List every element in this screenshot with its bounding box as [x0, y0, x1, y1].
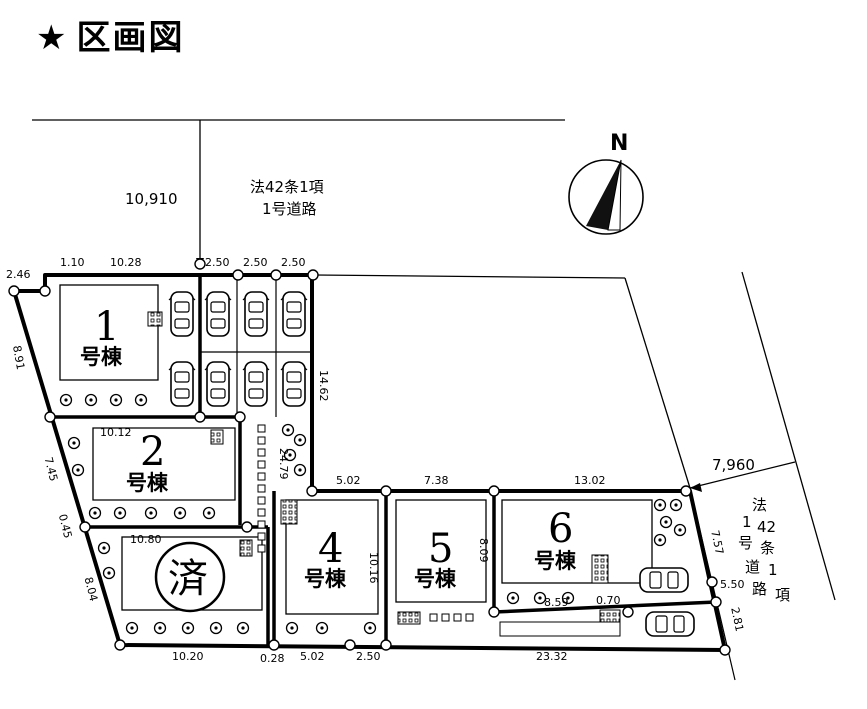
svg-text:号: 号 — [738, 534, 753, 552]
svg-text:10.20: 10.20 — [172, 650, 204, 663]
svg-text:8.59: 8.59 — [544, 596, 569, 609]
svg-text:7.57: 7.57 — [708, 529, 726, 556]
svg-text:24.79: 24.79 — [277, 448, 290, 480]
lot-4-number: 4 — [318, 526, 343, 572]
page-title: ★区画図 — [36, 10, 184, 59]
lot-1-label: 号棟 — [80, 345, 123, 369]
lot-5-label: 号棟 — [414, 567, 457, 591]
svg-text:8.04: 8.04 — [82, 576, 101, 603]
curb-blocks — [257, 424, 621, 637]
house-4 — [285, 499, 379, 615]
compass: N — [568, 131, 644, 235]
svg-text:8.09: 8.09 — [477, 538, 490, 563]
svg-text:項: 項 — [775, 586, 790, 604]
svg-text:42: 42 — [757, 518, 776, 536]
svg-text:13.02: 13.02 — [574, 474, 606, 487]
sold-stamp: 済 — [154, 541, 226, 613]
svg-text:5.50: 5.50 — [720, 578, 745, 591]
east-road-width: 7,960 — [712, 456, 755, 474]
lot-1-number: 1 — [94, 304, 119, 350]
svg-text:0.28: 0.28 — [260, 652, 285, 665]
svg-text:2.81: 2.81 — [728, 606, 746, 633]
svg-text:路: 路 — [752, 580, 767, 598]
east-road — [689, 271, 836, 681]
svg-text:10.28: 10.28 — [110, 256, 142, 269]
house-2 — [92, 427, 236, 501]
lot-lines — [50, 275, 717, 645]
lot-4-label: 号棟 — [304, 567, 347, 591]
svg-text:2.50: 2.50 — [205, 256, 230, 269]
svg-text:5.02: 5.02 — [300, 650, 325, 663]
svg-text:道: 道 — [745, 558, 760, 576]
dimensions: 1.10 10.28 2.50 2.50 2.50 2.46 8.91 7.45… — [6, 256, 746, 665]
svg-text:1: 1 — [768, 561, 778, 579]
compass-north-label: N — [610, 131, 628, 156]
svg-text:8.91: 8.91 — [10, 344, 27, 370]
svg-text:1.10: 1.10 — [60, 256, 85, 269]
house-1 — [59, 284, 159, 381]
svg-text:2.50: 2.50 — [281, 256, 306, 269]
svg-text:条: 条 — [760, 539, 775, 557]
svg-text:2.50: 2.50 — [243, 256, 268, 269]
house-5 — [395, 499, 487, 603]
north-road-label-2: 1号道路 — [262, 200, 317, 218]
north-road — [32, 119, 691, 489]
lot-6-number: 6 — [548, 506, 573, 552]
svg-text:2.46: 2.46 — [6, 268, 31, 281]
svg-text:5.02: 5.02 — [336, 474, 361, 487]
svg-text:7.45: 7.45 — [42, 456, 61, 483]
parking-lines — [200, 275, 312, 417]
north-road-width: 10,910 — [125, 190, 178, 208]
svg-text:1: 1 — [742, 513, 752, 531]
utility-boxes — [147, 311, 621, 625]
svg-text:14.62: 14.62 — [317, 370, 330, 402]
star-icon: ★ — [36, 18, 69, 58]
svg-text:10.80: 10.80 — [130, 533, 162, 546]
svg-text:10.12: 10.12 — [100, 426, 132, 439]
lot-5-number: 5 — [428, 526, 453, 572]
svg-text:7.38: 7.38 — [424, 474, 449, 487]
east-road-label: 法 1 42 号 条 道 1 路 項 — [738, 496, 790, 604]
lot-2-label: 号棟 — [126, 471, 169, 495]
title-text: 区画図 — [76, 18, 185, 58]
svg-text:10.16: 10.16 — [367, 552, 380, 584]
svg-text:0.70: 0.70 — [596, 594, 621, 607]
north-road-label-1: 法42条1項 — [250, 178, 324, 196]
svg-text:0.45: 0.45 — [56, 513, 75, 540]
svg-text:2.50: 2.50 — [356, 650, 381, 663]
svg-text:法: 法 — [752, 496, 767, 514]
north-arrow-icon — [586, 160, 621, 230]
sold-mark-text: 済 — [168, 556, 208, 602]
lot-6-label: 号棟 — [534, 549, 577, 573]
house-6 — [501, 499, 653, 584]
lot-2-number: 2 — [140, 429, 165, 475]
svg-text:23.32: 23.32 — [536, 650, 568, 663]
